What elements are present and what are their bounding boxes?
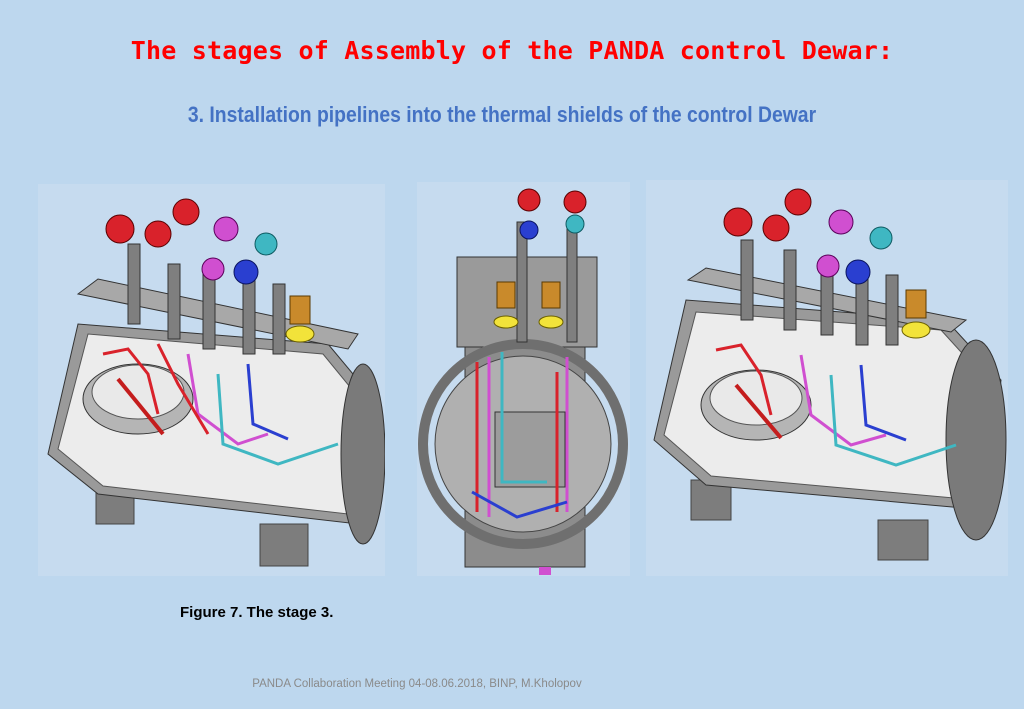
slide-footer: PANDA Collaboration Meeting 04-08.06.201… — [252, 678, 582, 690]
dewar-render-front — [417, 182, 630, 576]
dewar-3d-render-icon — [417, 182, 630, 576]
slide-subtitle: 3. Installation pipelines into the therm… — [187, 102, 817, 127]
dewar-render-right — [646, 180, 1008, 576]
dewar-3d-render-icon — [38, 184, 385, 576]
dewar-render-left — [38, 184, 385, 576]
slide-title: The stages of Assembly of the PANDA cont… — [130, 36, 894, 65]
figure-caption: Figure 7. The stage 3. — [180, 604, 334, 621]
dewar-3d-render-icon — [646, 180, 1008, 576]
